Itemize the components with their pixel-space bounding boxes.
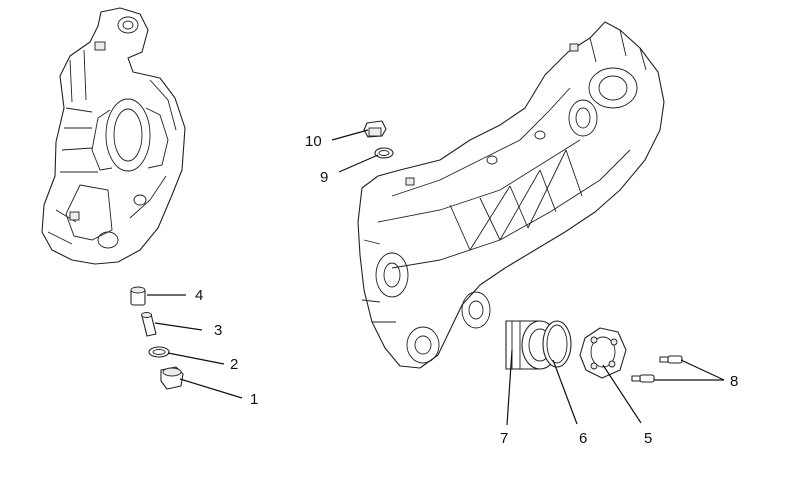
- callout-3: 3: [214, 322, 222, 339]
- drain-plug-part-1: [160, 366, 184, 390]
- leader-3: [154, 322, 203, 331]
- callout-8: 8: [730, 373, 738, 390]
- leader-10: [331, 129, 369, 141]
- callout-6: 6: [579, 430, 587, 447]
- callout-9: 9: [320, 169, 328, 186]
- screws-part-8: [631, 355, 683, 383]
- bushing-part-4: [130, 286, 146, 306]
- callout-4: 4: [195, 287, 203, 304]
- callout-2: 2: [230, 356, 238, 373]
- leader-lines: [147, 129, 725, 426]
- washer-part-9: [374, 147, 394, 159]
- leader-1: [179, 378, 243, 399]
- callout-10: 10: [305, 133, 322, 150]
- callout-labels: 10 9 4 3 2 1 7 6 5 8: [195, 133, 738, 447]
- callout-5: 5: [644, 430, 652, 447]
- flange-cover-part-5: [579, 327, 627, 379]
- leader-2: [167, 352, 225, 365]
- dowel-pin-part-3: [141, 312, 157, 337]
- leader-8a: [680, 359, 725, 381]
- o-ring-part-6: [542, 320, 572, 368]
- callout-7: 7: [500, 430, 508, 447]
- leader-7: [506, 349, 513, 426]
- callout-1: 1: [250, 391, 258, 408]
- leader-5: [602, 364, 642, 424]
- leader-9: [338, 154, 379, 173]
- leader-6: [552, 359, 578, 425]
- plug-bolt-part-10: [363, 120, 387, 138]
- right-crankcase-half: [357, 21, 665, 369]
- o-ring-part-2: [148, 346, 170, 358]
- left-crankcase-half: [41, 7, 186, 265]
